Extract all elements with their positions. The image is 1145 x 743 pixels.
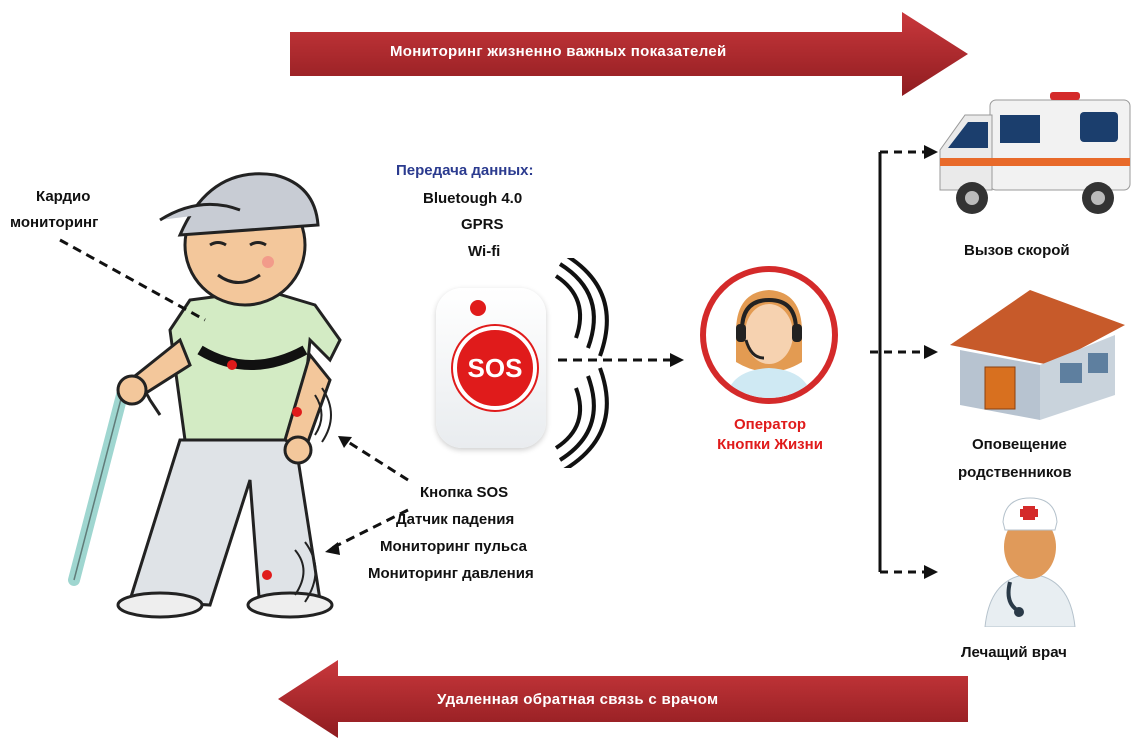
feature-fall-sensor: Датчик падения <box>396 511 515 528</box>
sos-button-label: SOS <box>467 352 523 383</box>
outcome-branch-lines <box>870 145 938 579</box>
signal-waves-icon <box>554 258 609 468</box>
sos-device: SOS <box>436 288 546 448</box>
house-icon <box>950 290 1125 420</box>
top-arrow <box>290 12 968 96</box>
cardio-label-line2: мониторинг <box>10 214 99 231</box>
data-transfer-item-gprs: GPRS <box>461 216 504 233</box>
feature-pulse-monitoring: Мониторинг пульса <box>380 538 527 555</box>
device-indicator-icon <box>470 300 486 316</box>
cardio-label-line1: Кардио <box>36 188 91 205</box>
sensor-pointers <box>59 238 409 555</box>
device-to-operator-arrow <box>558 353 684 367</box>
outcome-relatives-label-line1: Оповещение <box>972 436 1067 453</box>
data-transfer-title: Передача данных: <box>396 162 534 179</box>
outcome-doctor-label: Лечащий врач <box>961 644 1067 661</box>
operator-headset-icon <box>726 290 812 398</box>
operator-avatar <box>700 266 838 404</box>
feature-sos-button: Кнопка SOS <box>420 484 509 501</box>
top-arrow-label: Мониторинг жизненно важных показателей <box>390 43 727 60</box>
feature-pressure-monitoring: Мониторинг давления <box>368 565 534 582</box>
bottom-arrow-label: Удаленная обратная связь с врачом <box>437 691 719 708</box>
elderly-man-illustration <box>68 172 342 619</box>
operator-label-line2: Кнопки Жизни <box>717 436 823 453</box>
ambulance-icon <box>939 92 1131 214</box>
bottom-arrow <box>278 660 968 738</box>
data-transfer-item-wifi: Wi-fi <box>468 243 501 260</box>
sos-button: SOS <box>453 326 537 410</box>
outcome-relatives-label-line2: родственников <box>958 464 1072 481</box>
operator-label-line1: Оператор <box>733 416 807 433</box>
doctor-icon <box>984 497 1076 627</box>
outcome-ambulance-label: Вызов скорой <box>964 242 1070 259</box>
data-transfer-item-bluetooth: Bluetough 4.0 <box>423 190 523 207</box>
